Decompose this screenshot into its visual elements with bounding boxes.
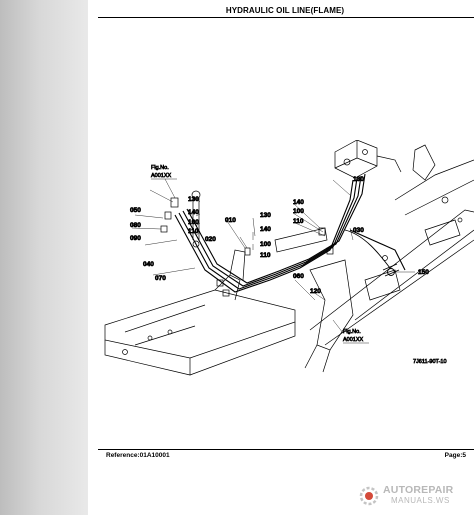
watermark-line2: MANUALS.WS	[391, 496, 450, 505]
callout-130-a: 130	[188, 196, 199, 203]
callout-140-a: 140	[188, 209, 199, 216]
frame-rail-right	[309, 144, 474, 346]
hydraulic-pipes	[174, 173, 406, 293]
watermark-logo: AUTOREPAIR MANUALS.WS	[358, 483, 470, 509]
frame-rail-left	[104, 249, 296, 376]
page-number: Page:5	[444, 452, 466, 459]
callout-130-b: 130	[260, 212, 271, 219]
callout-110-b: 110	[260, 252, 271, 259]
callout-120: 120	[310, 288, 321, 295]
footer-rule	[98, 449, 474, 450]
gear-icon	[359, 486, 379, 506]
callout-100-a: 100	[188, 219, 199, 226]
callout-040: 040	[143, 261, 154, 268]
callout-030: 030	[353, 227, 364, 234]
fig-ref-2-number: A001XX	[343, 337, 364, 343]
callout-110-c: 110	[293, 218, 304, 225]
callout-110-a: 110	[188, 228, 199, 235]
hydraulic-line-diagram: 130 140 100 110 050 080 090 040 070 020 …	[104, 140, 474, 376]
drawing-number: 7J611-90T-10	[413, 359, 447, 365]
fittings	[160, 190, 334, 297]
callout-050: 050	[130, 207, 141, 214]
callout-020: 020	[205, 236, 216, 243]
callout-010: 010	[225, 217, 236, 224]
callout-060: 060	[293, 273, 304, 280]
leader-lines	[131, 179, 415, 301]
reference-number: Reference:01A10001	[106, 452, 170, 459]
return-hose	[344, 229, 400, 277]
header-rule	[98, 17, 474, 18]
control-valve	[334, 140, 402, 179]
callout-080: 080	[130, 222, 141, 229]
callout-070: 070	[155, 275, 166, 282]
page-sidebar	[0, 0, 88, 515]
callout-090: 090	[130, 235, 141, 242]
page-title: HYDRAULIC OIL LINE(FLAME)	[225, 6, 345, 15]
callout-130-c: 130	[353, 176, 364, 183]
fig-ref-1-label: Fig.No.	[151, 165, 169, 171]
callout-150: 150	[418, 269, 429, 276]
callout-140-c: 140	[293, 199, 304, 206]
callout-140-b: 140	[260, 226, 271, 233]
callout-100-b: 100	[260, 241, 271, 248]
center-bracket	[274, 227, 354, 373]
fig-ref-2-label: Fig.No.	[343, 329, 361, 335]
watermark-line1: AUTOREPAIR	[383, 484, 454, 496]
fig-ref-1-number: A001XX	[151, 173, 172, 179]
callout-100-c: 100	[293, 208, 304, 215]
